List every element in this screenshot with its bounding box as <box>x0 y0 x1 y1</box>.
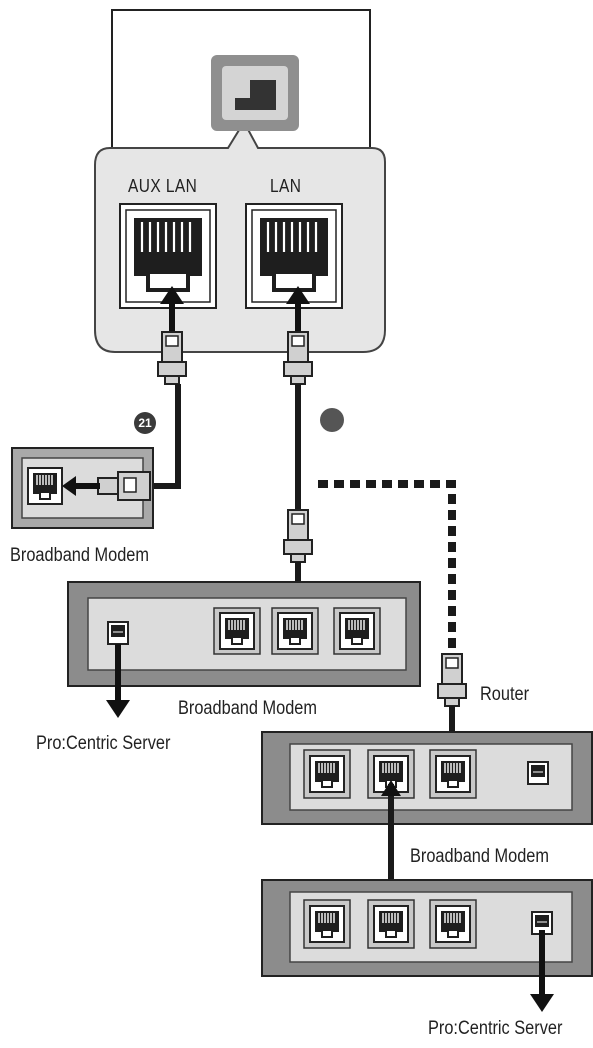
lan-plug <box>283 331 313 385</box>
broadband-modem-3-label: Broadband Modem <box>410 846 549 867</box>
lan-step-dot <box>320 408 344 432</box>
aux-lan-label: AUX LAN <box>128 176 198 196</box>
router-device <box>261 731 593 825</box>
broadband-modem-1-label: Broadband Modem <box>10 545 149 566</box>
dotted-cable <box>318 480 456 652</box>
arrow-into-aux-lan <box>160 286 184 332</box>
router-plug <box>437 653 467 707</box>
router-label: Router <box>480 684 530 705</box>
aux-lan-port <box>119 203 217 309</box>
aux-cable <box>150 384 181 489</box>
arrow-into-lan <box>286 286 310 332</box>
tv-outline <box>111 9 371 148</box>
aux-step-badge: 21 <box>134 412 156 434</box>
modem1-plug <box>97 471 151 501</box>
server-2-label: Pro:Centric Server <box>428 1018 563 1039</box>
server-1-label: Pro:Centric Server <box>36 733 171 754</box>
broadband-modem-2 <box>67 581 421 687</box>
arrow-into-modem1 <box>62 476 100 496</box>
lan-mid-plug <box>283 509 313 563</box>
lan-label: LAN <box>270 176 302 196</box>
lan-port <box>245 203 343 309</box>
arrow-to-server-1 <box>106 644 130 718</box>
broadband-modem-3 <box>261 879 593 977</box>
aux-plug <box>157 331 187 385</box>
broadband-modem-2-label: Broadband Modem <box>178 698 317 719</box>
arrow-to-server-2 <box>530 930 554 1012</box>
